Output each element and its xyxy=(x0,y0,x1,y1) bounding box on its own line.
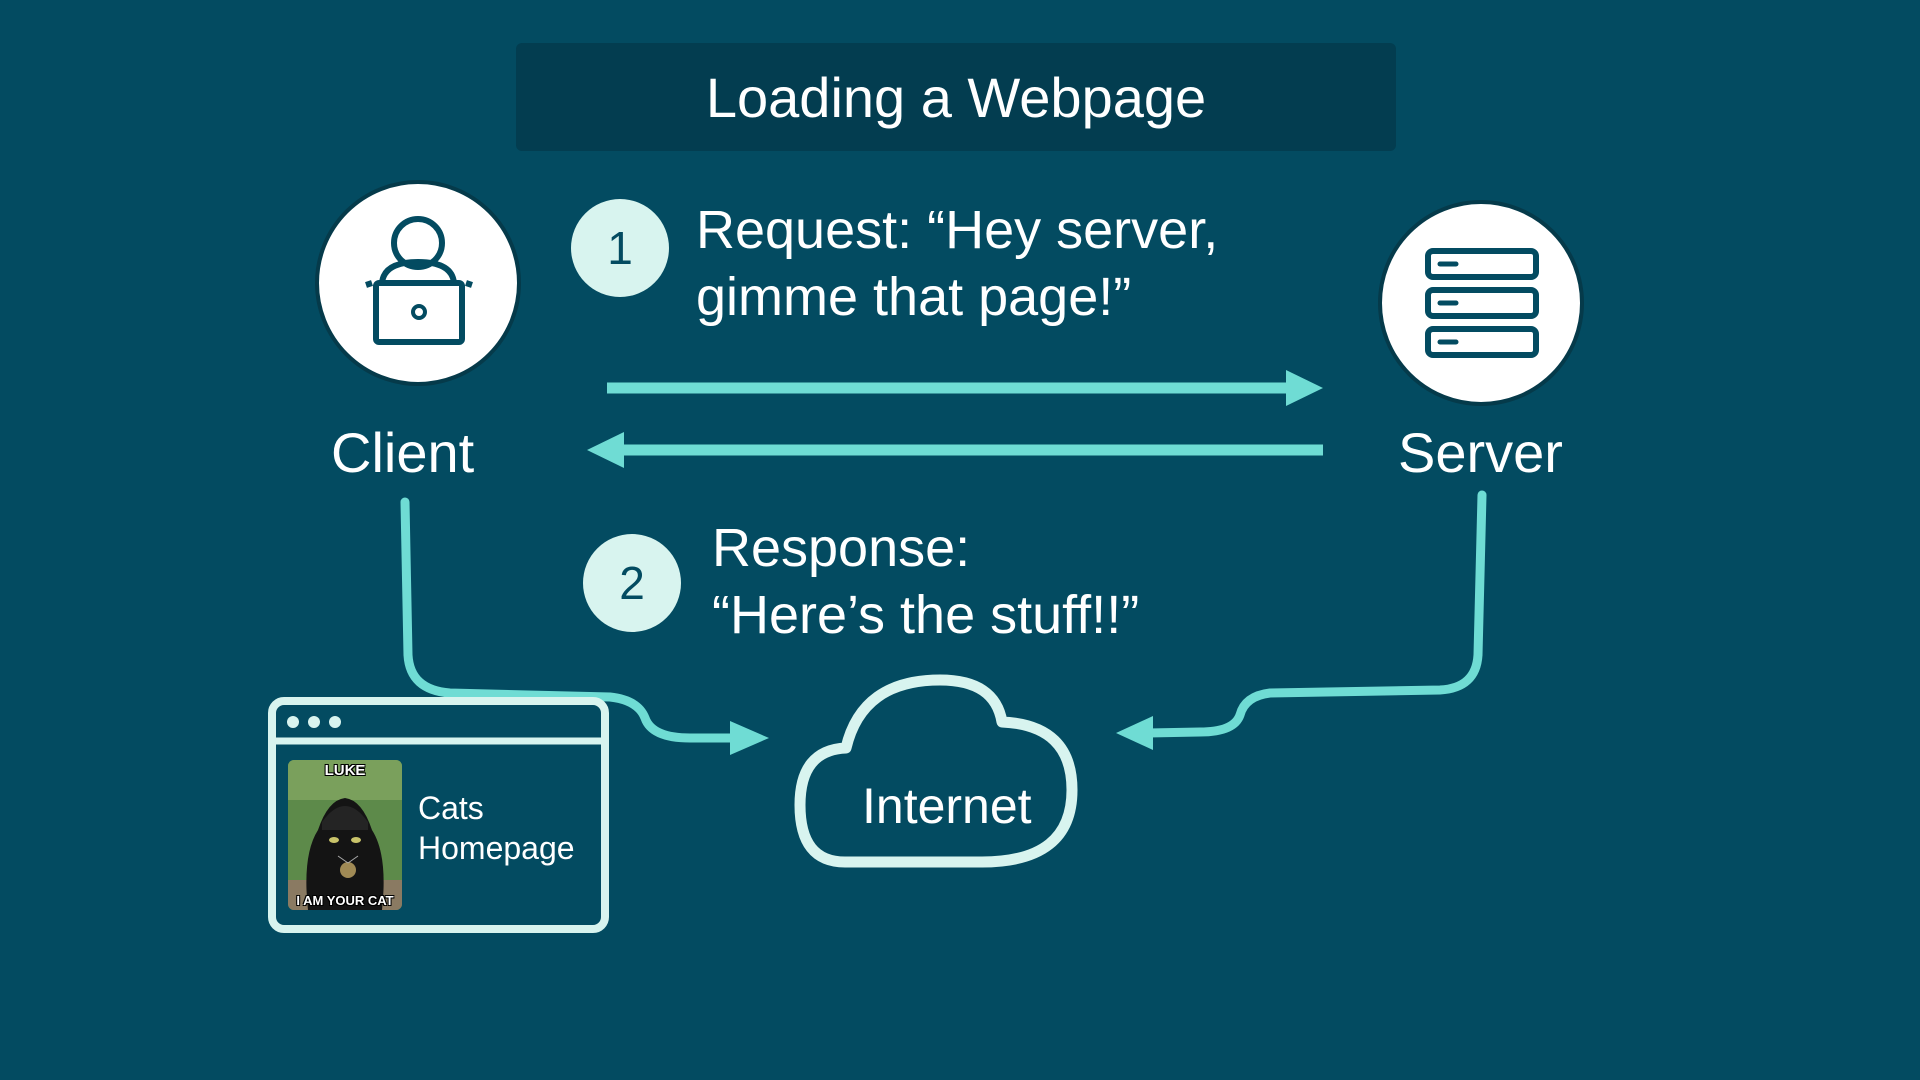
response-line-1: Response: xyxy=(712,518,971,578)
server-internet-connector xyxy=(1116,490,1487,750)
response-text: Response: “Here’s the stuff!!” xyxy=(712,515,1139,649)
client-label: Client xyxy=(331,421,475,484)
meme-top-text: LUKE xyxy=(324,762,366,779)
request-line-1: Request: “Hey server, xyxy=(696,200,1219,260)
meme-bottom-text: I AM YOUR CAT xyxy=(296,893,394,908)
page-title: Loading a Webpage xyxy=(516,43,1396,151)
request-arrow xyxy=(607,370,1323,406)
request-line-2: gimme that page!” xyxy=(696,267,1132,327)
client-internet-connector xyxy=(400,497,769,755)
cat-meme-image: LUKE I AM YOUR CAT xyxy=(288,760,402,910)
user-laptop-icon xyxy=(315,180,521,386)
request-text: Request: “Hey server, gimme that page!” xyxy=(696,197,1218,331)
browser-line-1: Cats xyxy=(418,790,484,826)
internet-label: Internet xyxy=(862,778,1032,834)
response-arrow xyxy=(587,432,1323,468)
cat-meme-drawing xyxy=(288,760,402,910)
cloud-icon xyxy=(794,674,1078,868)
browser-line-2: Homepage xyxy=(418,830,575,866)
server-label: Server xyxy=(1398,421,1563,484)
browser-page-title: Cats Homepage xyxy=(418,788,575,868)
step-1-badge: 1 xyxy=(571,199,669,297)
server-rack-icon xyxy=(1378,200,1584,406)
response-line-2: “Here’s the stuff!!” xyxy=(712,585,1140,645)
browser-window-icon xyxy=(268,697,609,933)
step-2-badge: 2 xyxy=(583,534,681,632)
